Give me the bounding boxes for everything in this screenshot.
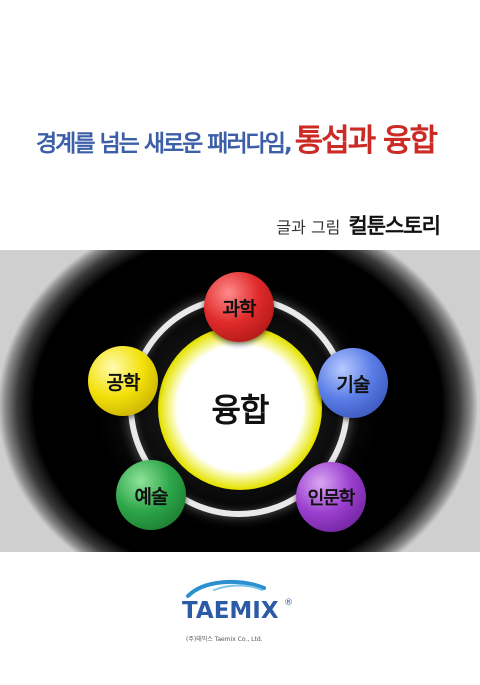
registered-mark: ® [284, 598, 293, 608]
node-engineering: 공학 [88, 346, 158, 416]
convergence-diagram: 융합 과학 공학 기술 예술 인문학 [0, 250, 480, 552]
logo-text: TAEMIX [182, 598, 279, 624]
node-technology: 기술 [318, 348, 388, 418]
publisher-caption: (주)태믹스 Taemix Co., Ltd. [186, 636, 263, 643]
byline-label: 글과 그림 [276, 218, 341, 237]
node-humanities: 인문학 [296, 462, 366, 532]
node-art: 예술 [116, 460, 186, 530]
diagram-center: 융합 [180, 348, 300, 468]
logo-swoosh-icon [186, 579, 266, 598]
byline: 글과 그림 컬툰스토리 [276, 210, 441, 240]
publisher-logo: TAEMIX ® (주)태믹스 Taemix Co., Ltd. [176, 578, 306, 658]
node-science: 과학 [204, 272, 274, 342]
book-title-part2: 통섭과 융합 [294, 123, 438, 159]
byline-author: 컬툰스토리 [348, 214, 441, 238]
book-title: 경계를 넘는 새로운 패러다임, 통섭과 융합 [36, 115, 456, 165]
book-title-part1: 경계를 넘는 새로운 패러다임, [36, 131, 293, 157]
